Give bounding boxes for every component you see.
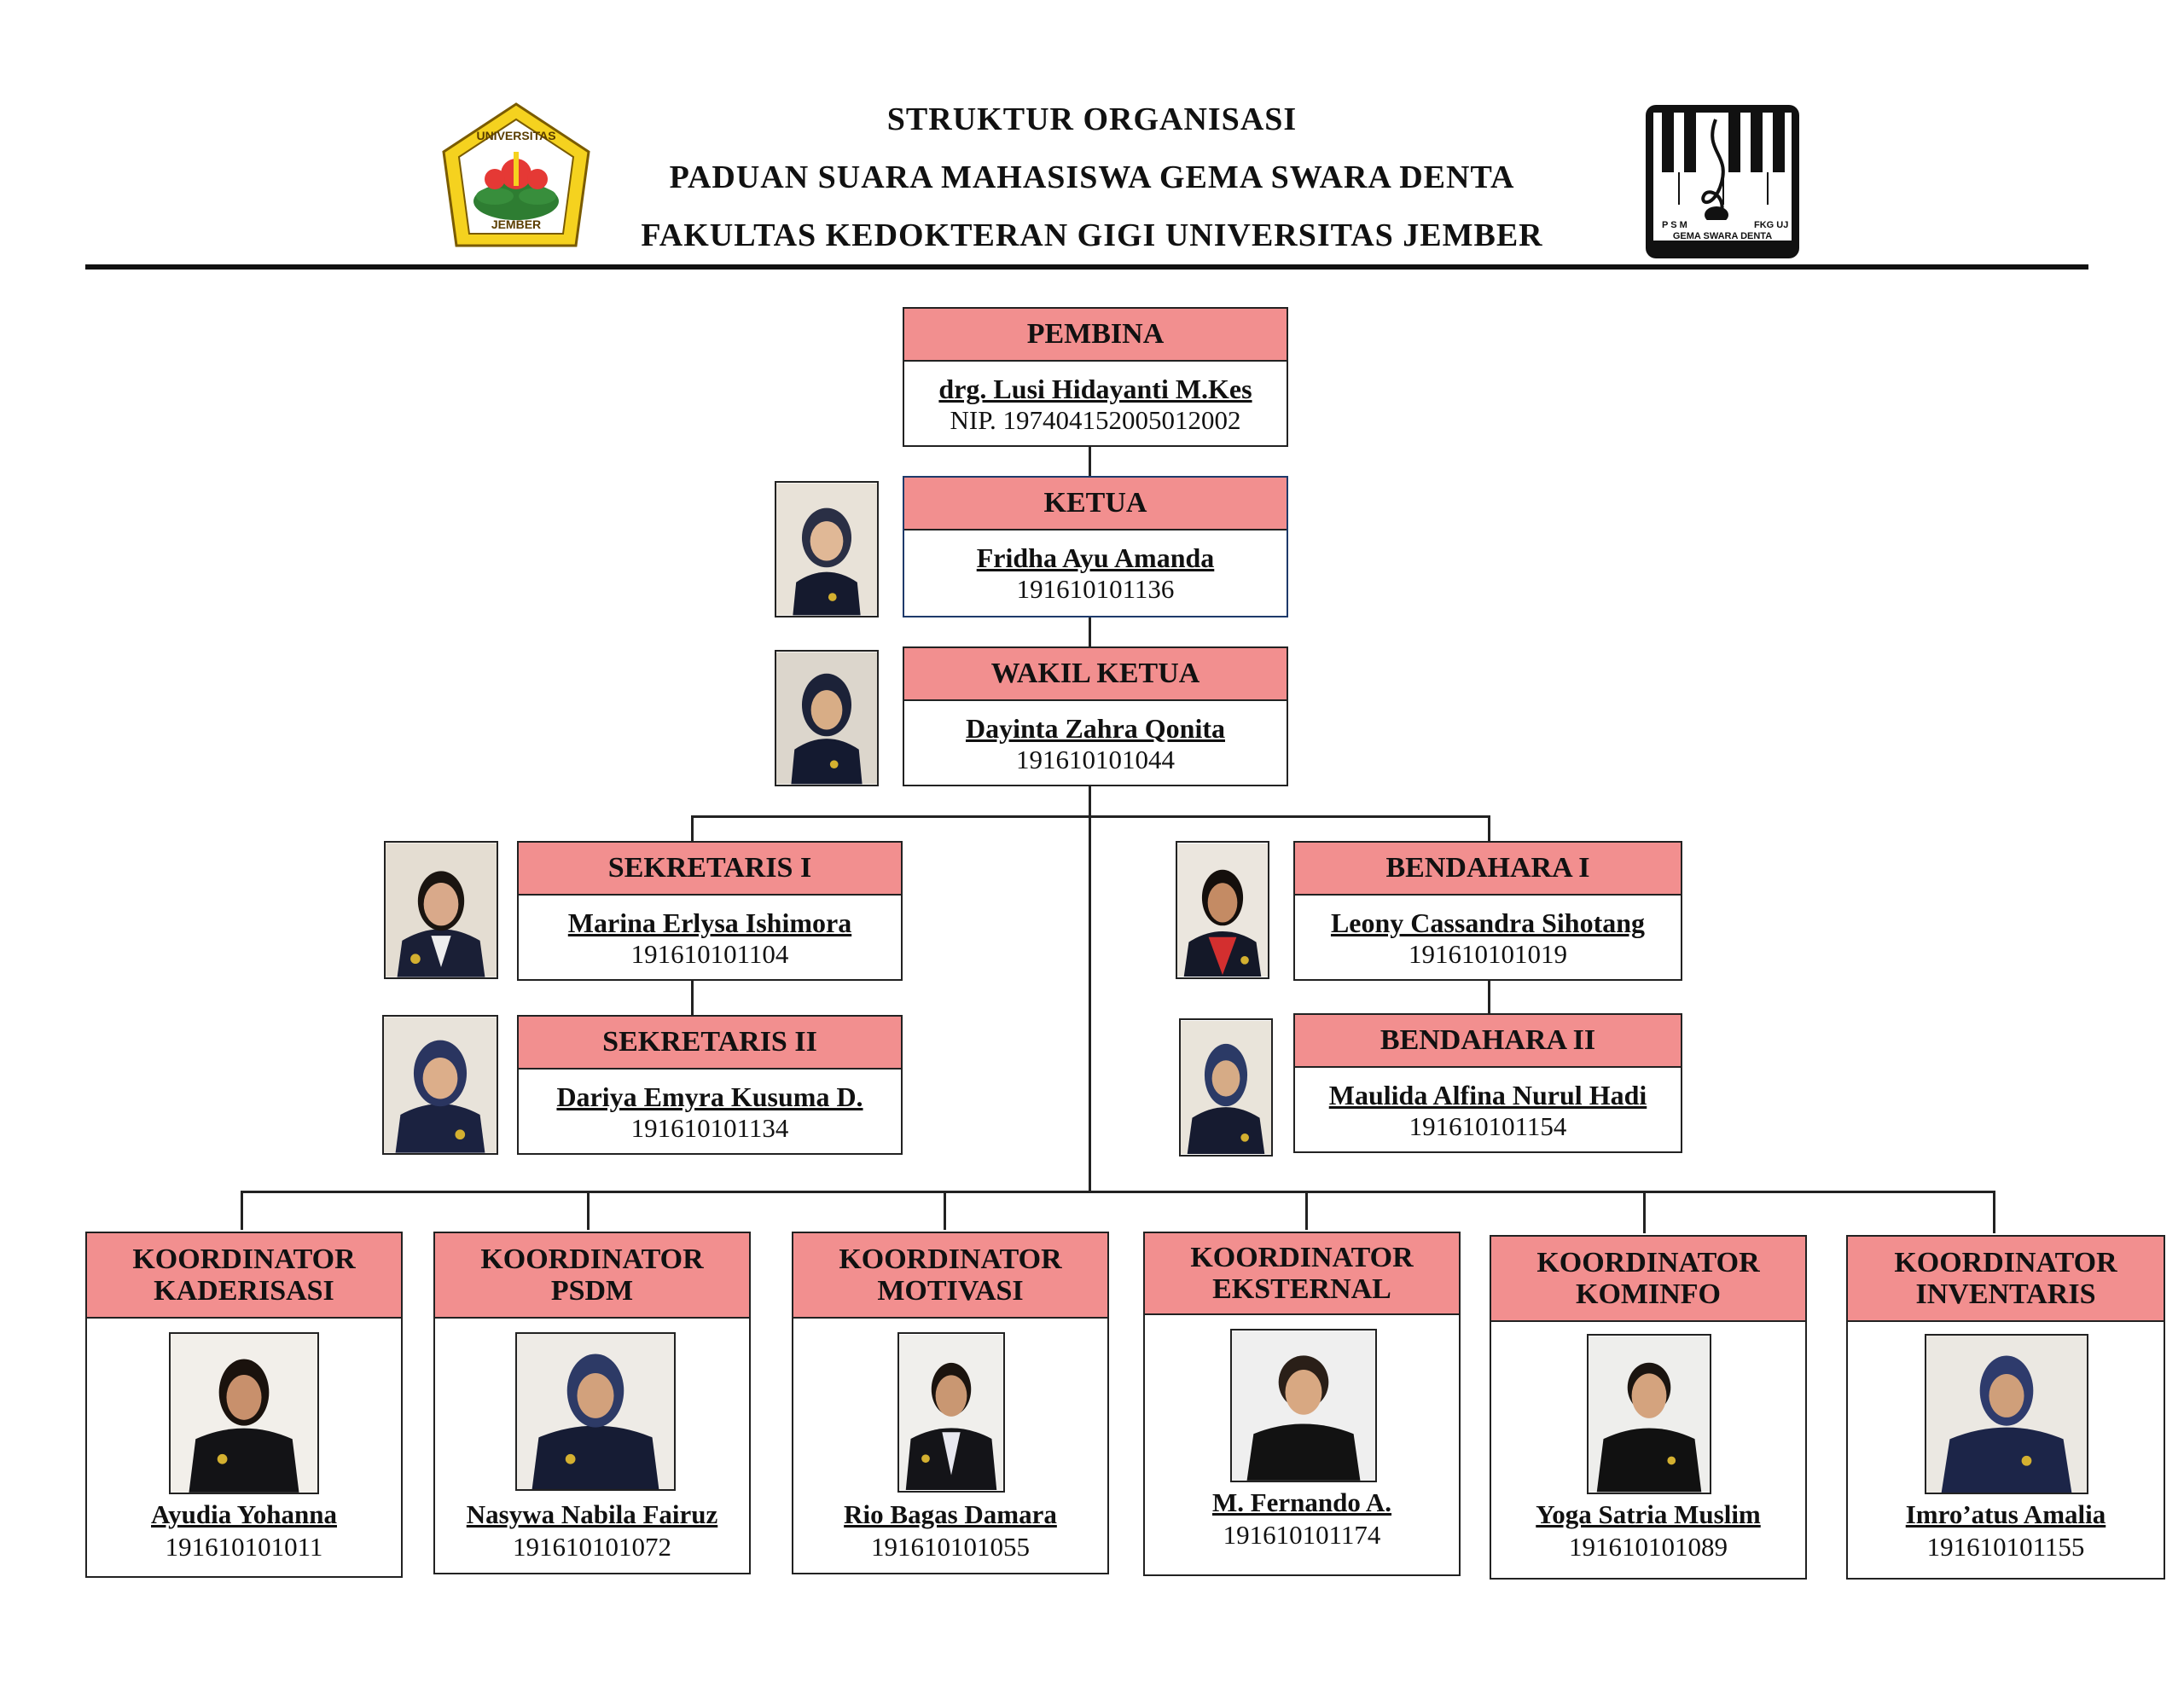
koordinator-kominfo-photo [1587,1334,1711,1494]
bendahara-2-title: BENDAHARA II [1295,1015,1681,1068]
ketua-photo [775,481,879,617]
sekretaris-1-box: SEKRETARIS I Marina Erlysa Ishimora 1916… [517,841,903,981]
svg-text:JEMBER: JEMBER [491,217,541,231]
connector [1089,786,1091,1192]
connector [944,1191,946,1230]
sekretaris-1-title: SEKRETARIS I [519,843,901,896]
pembina-name: drg. Lusi Hidayanti M.Kes [938,374,1252,404]
bendahara-2-name: Maulida Alfina Nurul Hadi [1328,1080,1647,1110]
koordinator-inventaris-nip: 191610101155 [1926,1532,2085,1562]
choir-logo: P S M FKG UJ GEMA SWARA DENTA [1643,102,1802,261]
sekretaris-1-nip: 191610101104 [630,939,789,969]
connector [241,1191,1993,1193]
wakil-ketua-photo [775,650,879,786]
sekretaris-2-name: Dariya Emyra Kusuma D. [556,1081,863,1112]
connector [691,815,1490,818]
page-subtitle-choir: PADUAN SUARA MAHASISWA GEMA SWARA DENTA [669,159,1515,195]
header-divider [85,264,2088,270]
svg-text:P S M: P S M [1662,220,1687,230]
bendahara-2-nip: 191610101154 [1409,1111,1567,1141]
wakil-ketua-title: WAKIL KETUA [904,648,1287,701]
koordinator-psdm-name: Nasywa Nabila Fairuz [466,1499,718,1529]
svg-text:FKG UJ: FKG UJ [1754,220,1788,230]
connector [1993,1191,1995,1233]
page-title: STRUKTUR ORGANISASI [886,101,1298,137]
sekretaris-1-photo [384,841,498,979]
bendahara-1-name: Leony Cassandra Sihotang [1330,907,1646,938]
bendahara-1-nip: 191610101019 [1409,939,1567,969]
koordinator-kominfo-nip: 191610101089 [1569,1532,1728,1562]
ketua-name: Fridha Ayu Amanda [976,542,1215,573]
wakil-ketua-name: Dayinta Zahra Qonita [965,713,1226,744]
sekretaris-2-box: SEKRETARIS II Dariya Emyra Kusuma D. 191… [517,1015,903,1155]
connector [587,1191,590,1230]
koordinator-psdm-photo [515,1332,676,1491]
koordinator-kominfo-name: Yoga Satria Muslim [1536,1499,1761,1529]
pembina-title: PEMBINA [904,309,1287,362]
wakil-ketua-nip: 191610101044 [1016,745,1175,774]
connector [1089,616,1091,650]
ketua-title: KETUA [904,478,1287,530]
koordinator-inventaris-name: Imro’atus Amalia [1905,1499,2106,1529]
koordinator-kaderisasi-photo [169,1332,319,1494]
koordinator-eksternal-nip: 191610101174 [1223,1520,1381,1550]
bendahara-1-title: BENDAHARA I [1295,843,1681,896]
koordinator-inventaris-photo [1925,1334,2088,1494]
wakil-ketua-box: WAKIL KETUA Dayinta Zahra Qonita 1916101… [903,646,1288,786]
sekretaris-2-nip: 191610101134 [630,1113,789,1143]
sekretaris-2-photo [382,1015,498,1155]
connector [1305,1191,1308,1230]
connector [1643,1191,1646,1233]
connector [1488,815,1490,841]
svg-text:UNIVERSITAS: UNIVERSITAS [476,129,555,142]
ketua-nip: 191610101136 [1016,574,1175,604]
koordinator-eksternal-photo [1230,1329,1377,1482]
koordinator-kaderisasi-name: Ayudia Yohanna [151,1499,337,1529]
connector [691,979,694,1015]
koordinator-eksternal-name: M. Fernando A. [1211,1487,1392,1517]
page-subtitle-faculty: FAKULTAS KEDOKTERAN GIGI UNIVERSITAS JEM… [641,217,1543,253]
connector [241,1191,243,1230]
koordinator-motivasi-photo [897,1332,1005,1493]
koordinator-kaderisasi-nip: 191610101011 [165,1532,323,1562]
bendahara-2-photo [1179,1018,1273,1157]
connector [1089,445,1091,479]
bendahara-1-photo [1176,841,1269,979]
koordinator-psdm-nip: 191610101072 [513,1532,671,1562]
koordinator-motivasi-name: Rio Bagas Damara [844,1499,1057,1529]
svg-text:GEMA SWARA DENTA: GEMA SWARA DENTA [1673,231,1772,241]
ketua-box: KETUA Fridha Ayu Amanda 191610101136 [903,476,1288,617]
university-logo: UNIVERSITAS JEMBER [435,101,597,258]
sekretaris-2-title: SEKRETARIS II [519,1017,901,1070]
bendahara-1-box: BENDAHARA I Leony Cassandra Sihotang 191… [1293,841,1682,981]
bendahara-2-box: BENDAHARA II Maulida Alfina Nurul Hadi 1… [1293,1013,1682,1153]
connector [1488,979,1490,1013]
sekretaris-1-name: Marina Erlysa Ishimora [567,907,852,938]
koordinator-motivasi-nip: 191610101055 [871,1532,1030,1562]
pembina-box: PEMBINA drg. Lusi Hidayanti M.Kes NIP. 1… [903,307,1288,447]
connector [691,815,694,841]
pembina-nip: NIP. 197404152005012002 [950,405,1241,435]
